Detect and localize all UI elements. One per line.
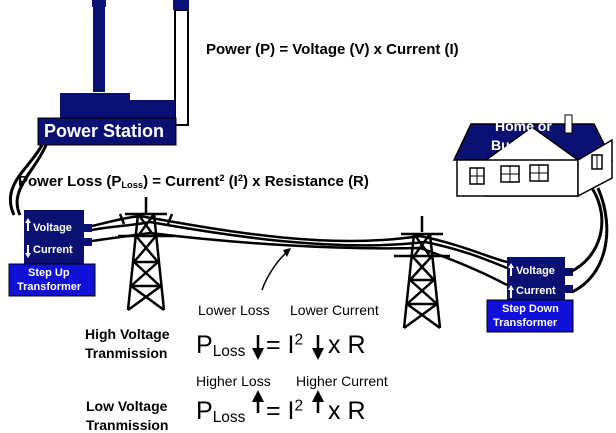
high-voltage-current-note: Lower Current: [290, 302, 379, 318]
cables-transformer-to-home: [569, 187, 609, 294]
power-station-building: [37, 93, 177, 146]
step-down-transformer: [486, 257, 574, 333]
high-voltage-equation-mid: = I2: [266, 331, 304, 359]
home-label-line1: Home or: [495, 118, 552, 134]
pointer-arrow: [261, 248, 291, 291]
step-up-current: Current: [33, 244, 73, 256]
home-label-line2: Business: [491, 137, 554, 153]
step-down-title-line2: Transformer: [493, 317, 558, 329]
chimney-right: [173, 0, 189, 126]
step-down-voltage: Voltage: [516, 265, 555, 277]
low-voltage-equation-right: x R: [328, 397, 366, 425]
step-up-title-line1: Step Up: [28, 267, 70, 279]
step-down-title-line1: Step Down: [502, 303, 559, 315]
high-voltage-label-line1: High Voltage: [85, 326, 170, 342]
house: [452, 114, 614, 198]
low-voltage-equation-mid: = I2: [266, 397, 304, 425]
arrow-low-loss-up: [252, 390, 264, 413]
power-formula: Power (P) = Voltage (V) x Current (I): [206, 41, 459, 58]
high-voltage-equation-right: x R: [328, 331, 366, 359]
pylon-left: [118, 197, 174, 312]
arrow-high-loss-down: [252, 335, 264, 360]
step-down-current: Current: [516, 285, 556, 297]
arrow-high-current-down: [312, 335, 324, 360]
low-voltage-current-note: Higher Current: [296, 373, 388, 389]
arrow-low-current-up: [312, 390, 324, 413]
power-station-label: Power Station: [44, 121, 165, 141]
cables-station-to-transformer: [8, 144, 48, 216]
chimney-left: [92, 0, 106, 92]
high-voltage-loss-note: Lower Loss: [198, 302, 270, 318]
step-up-transformer: [8, 210, 96, 297]
low-voltage-label-line1: Low Voltage: [86, 398, 168, 414]
step-up-title-line2: Transformer: [17, 281, 82, 293]
low-voltage-label-line2: Tranmission: [86, 417, 169, 433]
low-voltage-loss-note: Higher Loss: [196, 373, 271, 389]
pylon-right: [394, 216, 450, 330]
high-voltage-label-line2: Tranmission: [85, 345, 168, 361]
step-up-voltage: Voltage: [33, 222, 72, 234]
power-loss-formula: Power Loss (PLoss) = Current2 (I2) x Res…: [18, 173, 369, 191]
low-voltage-equation-left: PLoss: [196, 397, 246, 426]
high-voltage-equation-left: PLoss: [196, 331, 246, 360]
